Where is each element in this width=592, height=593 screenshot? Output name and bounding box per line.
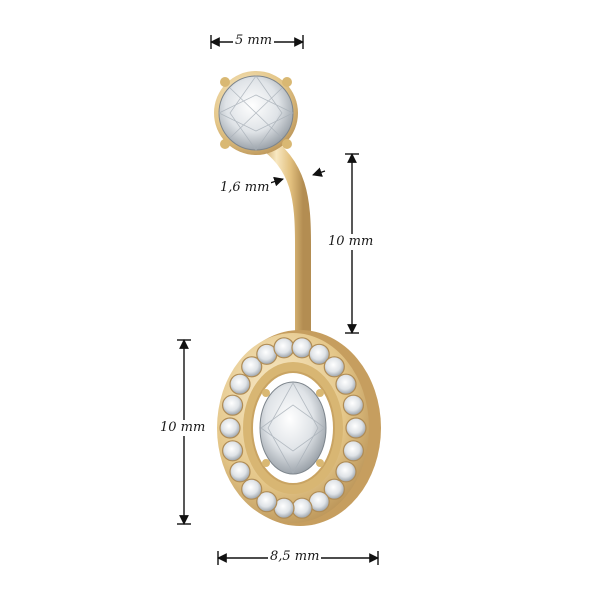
bar-thickness-label: 1,6 mm <box>218 180 272 196</box>
bottom-halo-setting <box>217 330 381 526</box>
halo-stone <box>323 356 345 378</box>
halo-stones <box>219 337 367 519</box>
halo-stone <box>256 491 278 513</box>
halo-stone <box>291 497 313 519</box>
halo-stone <box>241 356 263 378</box>
halo-stone <box>345 417 367 439</box>
top-gem <box>214 71 298 155</box>
bottom-height-label: 10 mm <box>158 420 208 436</box>
halo-stone <box>342 394 364 416</box>
curved-bar <box>254 132 311 366</box>
halo-stone <box>342 440 364 462</box>
halo-stone <box>219 417 241 439</box>
bottom-width-label: 8,5 mm <box>268 549 322 565</box>
top-gem-width-label: 5 mm <box>233 33 275 49</box>
halo-stone <box>335 461 357 483</box>
halo-stone <box>308 343 330 365</box>
halo-stone <box>323 478 345 500</box>
halo-stone <box>335 373 357 395</box>
halo-stone <box>222 440 244 462</box>
halo-stone <box>229 461 251 483</box>
bar-length-label: 10 mm <box>326 234 376 250</box>
halo-stone <box>241 478 263 500</box>
halo-stone <box>222 394 244 416</box>
halo-stone <box>273 337 295 359</box>
halo-stone <box>229 373 251 395</box>
